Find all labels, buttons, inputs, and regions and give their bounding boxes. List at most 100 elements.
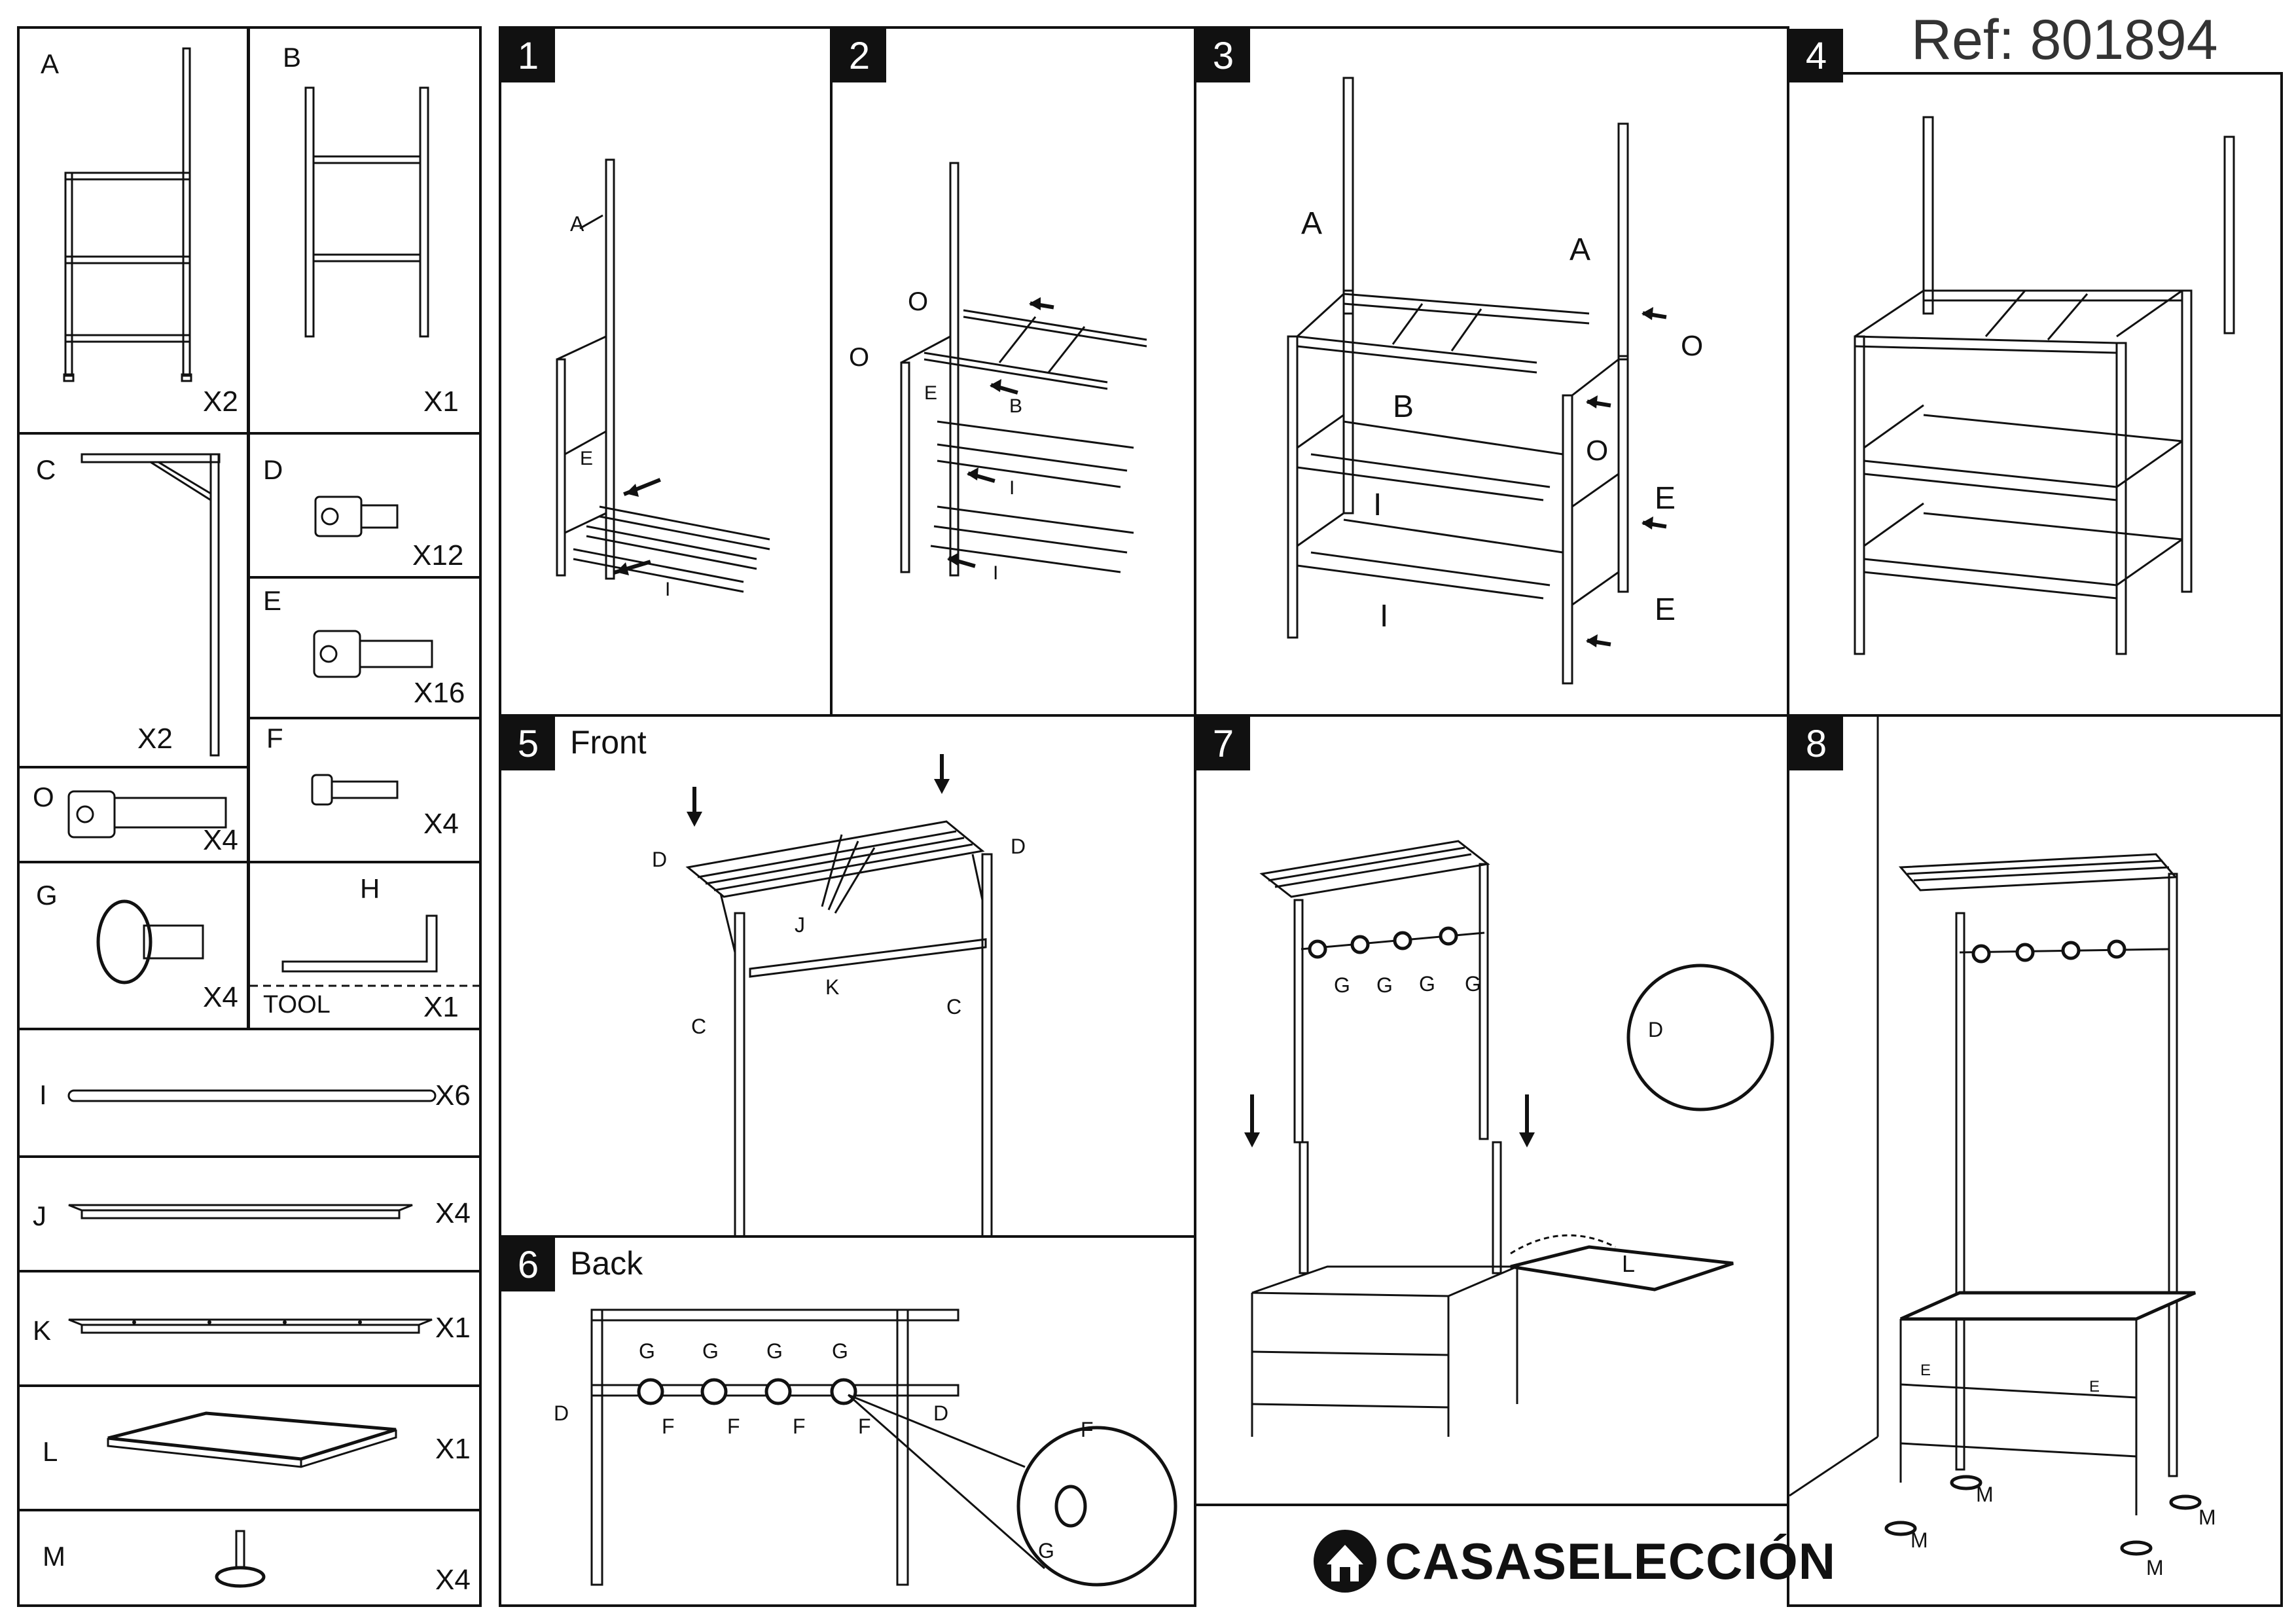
part-k-qty: X1 [435,1312,471,1344]
step-1-label-i: I [665,579,671,600]
step-5-drawing [685,754,993,1261]
part-i-box: I X6 [17,1028,482,1159]
part-c-box: C X2 [17,432,249,769]
part-e-drawing [313,630,433,678]
step-2-label-o1: O [908,287,929,316]
part-c-letter: C [36,454,56,485]
part-o-drawing [67,790,227,839]
part-f-box: F X4 [247,717,482,864]
step-6-label-g5: G [1038,1539,1054,1562]
part-m-letter: M [43,1541,65,1572]
step-8-number: 8 [1789,717,1843,770]
step-1-label-a: A [570,212,584,236]
part-m-drawing [215,1530,266,1588]
part-d-box: D X12 [247,432,482,579]
step-6-label-d2: D [933,1401,949,1425]
part-l-qty: X1 [435,1433,471,1465]
step-3-panel: 3 A A O B O I E I E [1194,26,1789,717]
step-6-number: 6 [501,1238,555,1291]
part-j-drawing [68,1204,413,1219]
step-5-label-k: K [825,975,840,999]
step-5-number: 5 [501,717,555,770]
part-h-letter: H [360,873,380,904]
step-3-label-o1: O [1681,330,1704,362]
step-1-label-e: E [580,448,594,469]
part-h-box: H TOOL X1 [247,861,484,1031]
step-2-number: 2 [833,29,886,82]
step-4-panel: 4 [1787,29,2283,717]
part-e-qty: X16 [414,677,465,709]
step-3-label-o2: O [1586,435,1609,467]
step-2-label-e: E [924,382,938,404]
brand-logo: CASASELECCIÓN [1309,1525,1836,1597]
part-a-drawing [63,47,192,382]
step-8-label-m4: M [2198,1506,2216,1529]
part-a-qty: X2 [203,386,238,418]
step-6-label-f5: F [1081,1418,1094,1441]
step-4-number: 4 [1789,29,1843,82]
step-8-panel: 8 E E M M M M [1787,714,2283,1607]
part-l-letter: L [43,1436,58,1467]
step-8-label-m2: M [1976,1483,1994,1506]
step-3-label-e1: E [1655,481,1676,516]
step-2-label-b: B [1009,395,1023,417]
part-c-qty: X2 [137,723,173,755]
step-3-drawing [1287,77,1667,685]
step-7-label-l: L [1622,1250,1636,1277]
step-8-drawing [1789,717,2202,1556]
part-m-qty: X4 [435,1564,471,1596]
step-5-title: Front [570,724,647,761]
part-h-drawing [250,914,484,987]
part-b-drawing [304,86,429,338]
part-f-letter: F [266,723,283,753]
step-3-label-i2: I [1380,599,1389,634]
step-2-panel: 2 O O E B I I [830,26,1196,717]
step-6-label-f4: F [858,1415,871,1438]
step-2-drawing [900,162,1147,577]
part-g-letter: G [36,880,58,911]
step-6-panel: 6 Back G G G G D F F F F D F G [499,1235,1196,1607]
step-7-panel: 7 G G G G D L [1194,714,1789,1506]
step-8-label-m1: M [1910,1528,1928,1552]
part-m-box: M X4 [17,1509,482,1607]
step-5-label-d1: D [652,848,668,871]
part-k-drawing [68,1318,433,1334]
part-b-qty: X1 [423,386,459,418]
part-e-box: E X16 [247,576,482,720]
step-3-number: 3 [1196,29,1250,82]
step-7-label-g4: G [1465,972,1481,996]
step-6-label-g2: G [702,1339,719,1363]
step-5-panel: 5 Front D D J K C C [499,714,1196,1261]
step-3-label-a2: A [1570,232,1591,267]
part-l-drawing [107,1411,397,1468]
part-i-qty: X6 [435,1079,471,1111]
part-h-qty: X1 [423,991,459,1023]
step-6-title: Back [570,1245,643,1282]
step-1-panel: 1 A E I [499,26,833,717]
part-c-drawing [81,453,221,757]
step-7-number: 7 [1196,717,1250,770]
part-g-qty: X4 [203,981,238,1013]
step-6-label-g3: G [766,1339,783,1363]
step-1-drawing [556,158,770,593]
step-6-label-g4: G [832,1339,848,1363]
part-i-drawing [67,1089,437,1102]
part-a-box: A X2 [17,26,249,435]
step-6-label-f2: F [727,1415,740,1438]
part-o-letter: O [33,782,54,812]
part-f-drawing [311,774,399,806]
step-6-label-g1: G [639,1339,655,1363]
step-1-number: 1 [501,29,555,82]
step-5-label-c2: C [946,995,962,1019]
step-3-label-i1: I [1373,488,1382,522]
brand-name: CASASELECCIÓN [1385,1532,1837,1590]
house-icon [1314,1530,1376,1593]
step-7-label-d: D [1648,1018,1664,1041]
part-f-qty: X4 [423,808,459,840]
step-6-label-f1: F [662,1415,675,1438]
part-l-box: L X1 [17,1384,482,1512]
step-7-label-g1: G [1334,973,1350,997]
step-8-label-m3: M [2146,1556,2164,1579]
part-d-drawing [314,496,399,537]
step-6-label-d1: D [554,1401,569,1425]
